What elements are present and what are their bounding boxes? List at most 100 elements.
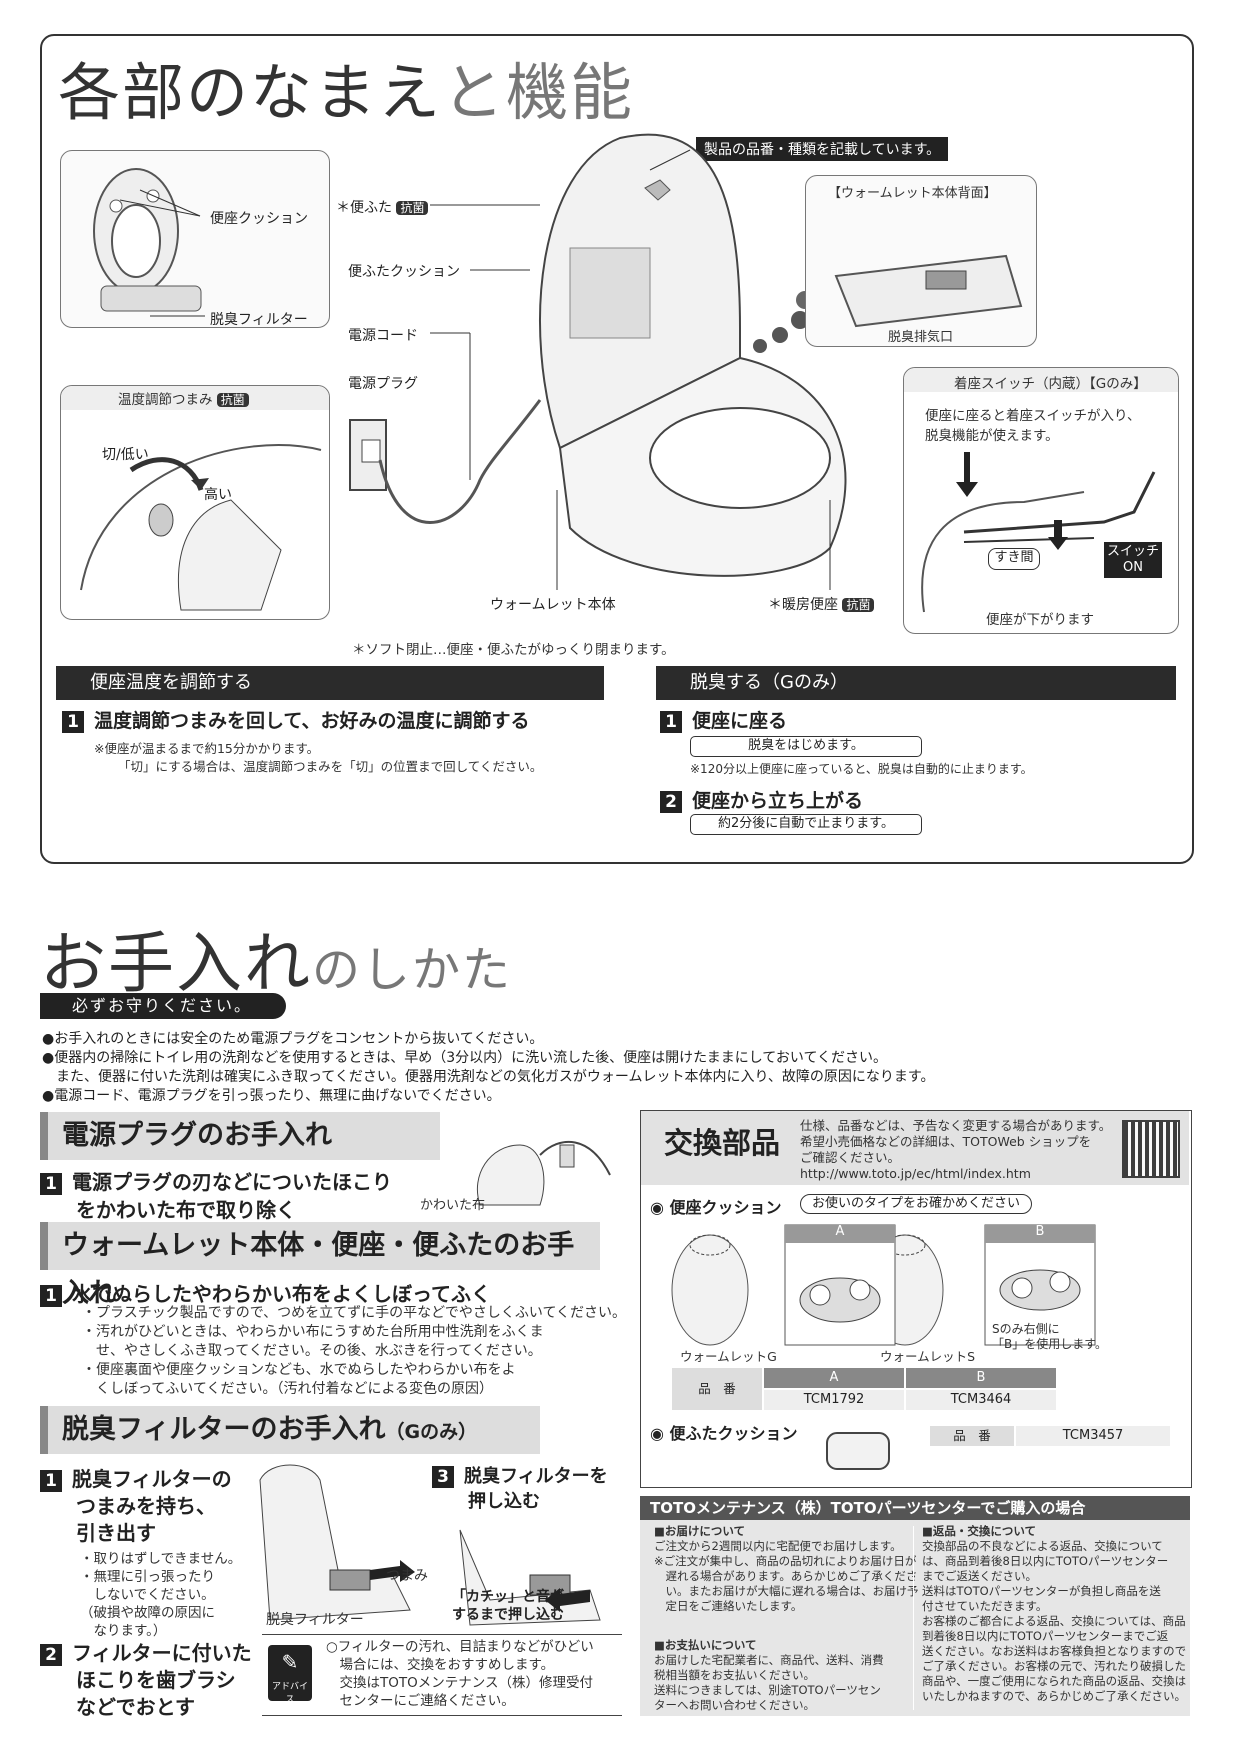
s-note-line: Sのみ右側に [992, 1322, 1060, 1336]
filter-step2-line: などでおとす [76, 1695, 195, 1719]
temp-step1-text: 温度調節つまみを回して、お好みの温度に調節する [94, 710, 530, 732]
lid-label: ＊便ふた 抗菌 [336, 197, 429, 217]
delivery-line: 定日をご連絡いたします。 [654, 1599, 803, 1613]
body-label: ウォームレット本体 [490, 597, 616, 613]
seat-cushion-label: 便座クッション [210, 211, 308, 227]
filter-step1-line: つまみを持ち、 [76, 1494, 216, 1518]
payment-line: ターへお問い合わせください。 [654, 1698, 815, 1712]
step-number: 3 [432, 1466, 454, 1488]
antibacterial-tag: 抗菌 [396, 201, 429, 215]
off-low-label: 切/低い [102, 447, 149, 463]
pn-a-header: A [764, 1368, 904, 1388]
return-line: 付させていただきます。 [922, 1599, 1048, 1613]
pn-b-header: B [906, 1368, 1056, 1388]
plug-cleaning-drawing [476, 1141, 611, 1206]
delivery-line: 遅れる場合があります。あらかじめご了承くださ [654, 1569, 918, 1583]
filter-pull-drawing [259, 1464, 415, 1621]
return-line: お客様のご都合による返品、交換については、商品 [922, 1614, 1186, 1628]
temp-knob-title-text: 温度調節つまみ [118, 392, 213, 408]
filter-care-heading-text: 脱臭フィルターのお手入れ [62, 1414, 386, 1445]
care-title-main: お手入れ [40, 925, 312, 1002]
parts-title-main: 各部のなまえ [58, 56, 443, 129]
power-plug-label: 電源プラグ [348, 376, 418, 392]
return-line: 送ください。なお送料はお客様負担となりますので [922, 1644, 1187, 1658]
advice-icon: ✎ アドバイス [268, 1645, 312, 1705]
qr-code [1122, 1120, 1180, 1178]
payment-line: 税相当額をお支払いください。 [654, 1668, 815, 1682]
delivery-line: ※ご注文が集中し、商品の品切れによりお届け日が [654, 1554, 917, 1568]
dry-cloth-label: かわいた布 [420, 1198, 486, 1213]
plug-care-heading: 電源プラグのお手入れ [40, 1112, 440, 1160]
step-number: 1 [40, 1172, 62, 1195]
step-number: 1 [40, 1469, 62, 1492]
seat-underside-illustration [60, 150, 330, 328]
heated-seat-label: ＊暖房便座 抗菌 [768, 594, 875, 614]
toilet-seat-drawing [539, 133, 847, 577]
body-note: ・便座裏面や便座クッションなども、水でぬらしたやわらかい布をよ [82, 1362, 516, 1378]
heated-seat-text: ＊暖房便座 [768, 597, 838, 613]
temp-adjust-bar: 便座温度を調節する [56, 666, 604, 700]
return-line: 交換部品の不良などによる返品、交換について [922, 1539, 1163, 1553]
advice-line: 交換はTOTOメンテナンス（株）修理受付 [326, 1675, 593, 1691]
advice-label: アドバイス [271, 1682, 308, 1705]
power-cord-label: 電源コード [348, 328, 418, 344]
return-line: 到着後8日以内にTOTOパーツセンターまでご返 [922, 1629, 1169, 1643]
care-rule: また、便器に付いた洗剤は確実にふき取ってください。便器用洗剤などの気化ガスがウォ… [42, 1069, 935, 1085]
filter-step3-line: 押し込む [468, 1491, 540, 1512]
return-line: 商品や、一度ご使用になられた商品の返品、交換は [922, 1674, 1187, 1688]
temp-note2: 「切」にする場合は、温度調節つまみを「切」の位置まで回してください。 [118, 759, 543, 774]
payment-title: ■お支払いについて [654, 1638, 757, 1652]
click-note: 「カチッ」と音が するまで押し込む [452, 1588, 564, 1624]
switch-on-text2: ON [1123, 560, 1143, 575]
replacement-parts-box [640, 1110, 1192, 1488]
parts-desc: 仕様、品番などは、予告なく変更する場合があります。 希望小売価格などの詳細は、T… [800, 1118, 1111, 1182]
return-line: 送料はTOTOパーツセンターが負担し商品を送 [922, 1584, 1161, 1598]
advice-box [262, 1634, 622, 1716]
back-view-illustration [805, 175, 1037, 347]
replacement-parts-header [641, 1111, 1189, 1185]
type-b-label: B [1035, 1224, 1045, 1239]
care-rules: ●お手入れのときには安全のため電源プラグをコンセントから抜いてください。 ●便器… [42, 1030, 935, 1106]
must-follow-label: 必ずお守りください。 [40, 993, 286, 1019]
filter-note: なります。） [80, 1623, 167, 1639]
body-note: ・プラスチック製品ですので、つめを立てずに手の平などでやさしくふいてください。 [82, 1305, 627, 1321]
filter-note: しないでください。 [80, 1587, 215, 1603]
lid-cushion-heading: ◉ 便ふたクッション [650, 1424, 798, 1443]
return-line: は、商品到着後8日以内にTOTOパーツセンター [922, 1554, 1169, 1568]
seat-switch-drawing [921, 452, 1156, 613]
lid-pn-value: TCM3457 [1016, 1426, 1170, 1446]
delivery-line: い。またお届けが大幅に遅れる場合は、お届け予 [654, 1584, 919, 1598]
parts-title: 各部のなまえと機能 [58, 42, 634, 132]
seat-underside-drawing [93, 168, 202, 312]
body-notes: ・プラスチック製品ですので、つめを立てずに手の平などでやさしくふいてください。 … [82, 1304, 626, 1399]
temp-knob-illustration [60, 385, 330, 620]
step-number: 2 [660, 790, 682, 813]
model-g-label: ウォームレットG [680, 1349, 777, 1364]
payment-line: 送料につきましては、別途TOTOパーツセン [654, 1683, 881, 1697]
filter-note: ・取りはずしできません。 [80, 1551, 242, 1567]
filter-step1-line: 脱臭フィルターの [72, 1467, 232, 1491]
switch-on-badge: スイッチ ON [1104, 542, 1162, 578]
filter-notes: ・取りはずしできません。 ・無理に引っ張ったり しないでください。 （破損や故障… [80, 1550, 241, 1640]
toto-shop-link[interactable]: http://www.toto.jp/ec/html/index.htm [800, 1166, 1031, 1181]
switch-title: 着座スイッチ（内蔵）【Gのみ】 [954, 376, 1147, 392]
click-note-line: 「カチッ」と音が [452, 1589, 564, 1605]
filter-step1-line: 引き出す [76, 1521, 156, 1545]
seat-down-label: 便座が下がります [986, 612, 1094, 628]
plug-cord-drawing [349, 399, 542, 524]
exhaust-label: 脱臭排気口 [888, 330, 954, 345]
filter-step2-line: ほこりを歯ブラシ [76, 1668, 236, 1692]
back-view-drawing [834, 254, 1023, 328]
deo-step2-text: 便座から立ち上がる [692, 790, 864, 812]
plug-step1-line1: 電源プラグの刃などについたほこり [72, 1170, 392, 1194]
advice-line: センターにご連絡ください。 [326, 1693, 515, 1709]
parts-desc-line: 希望小売価格などの詳細は、TOTOWeb ショップを [800, 1134, 1092, 1149]
deo-step1-text: 便座に座る [692, 710, 788, 732]
body-note: ・汚れがひどいときは、やわらかい布にうすめた台所用中性洗剤をふくま [82, 1324, 544, 1340]
advice-line: 場合には、交換をおすすめします。 [326, 1657, 555, 1673]
temp-note1: ※便座が温まるまで約15分かかります。 [94, 741, 320, 756]
care-rule: ●お手入れのときには安全のため電源プラグをコンセントから抜いてください。 [42, 1031, 544, 1047]
